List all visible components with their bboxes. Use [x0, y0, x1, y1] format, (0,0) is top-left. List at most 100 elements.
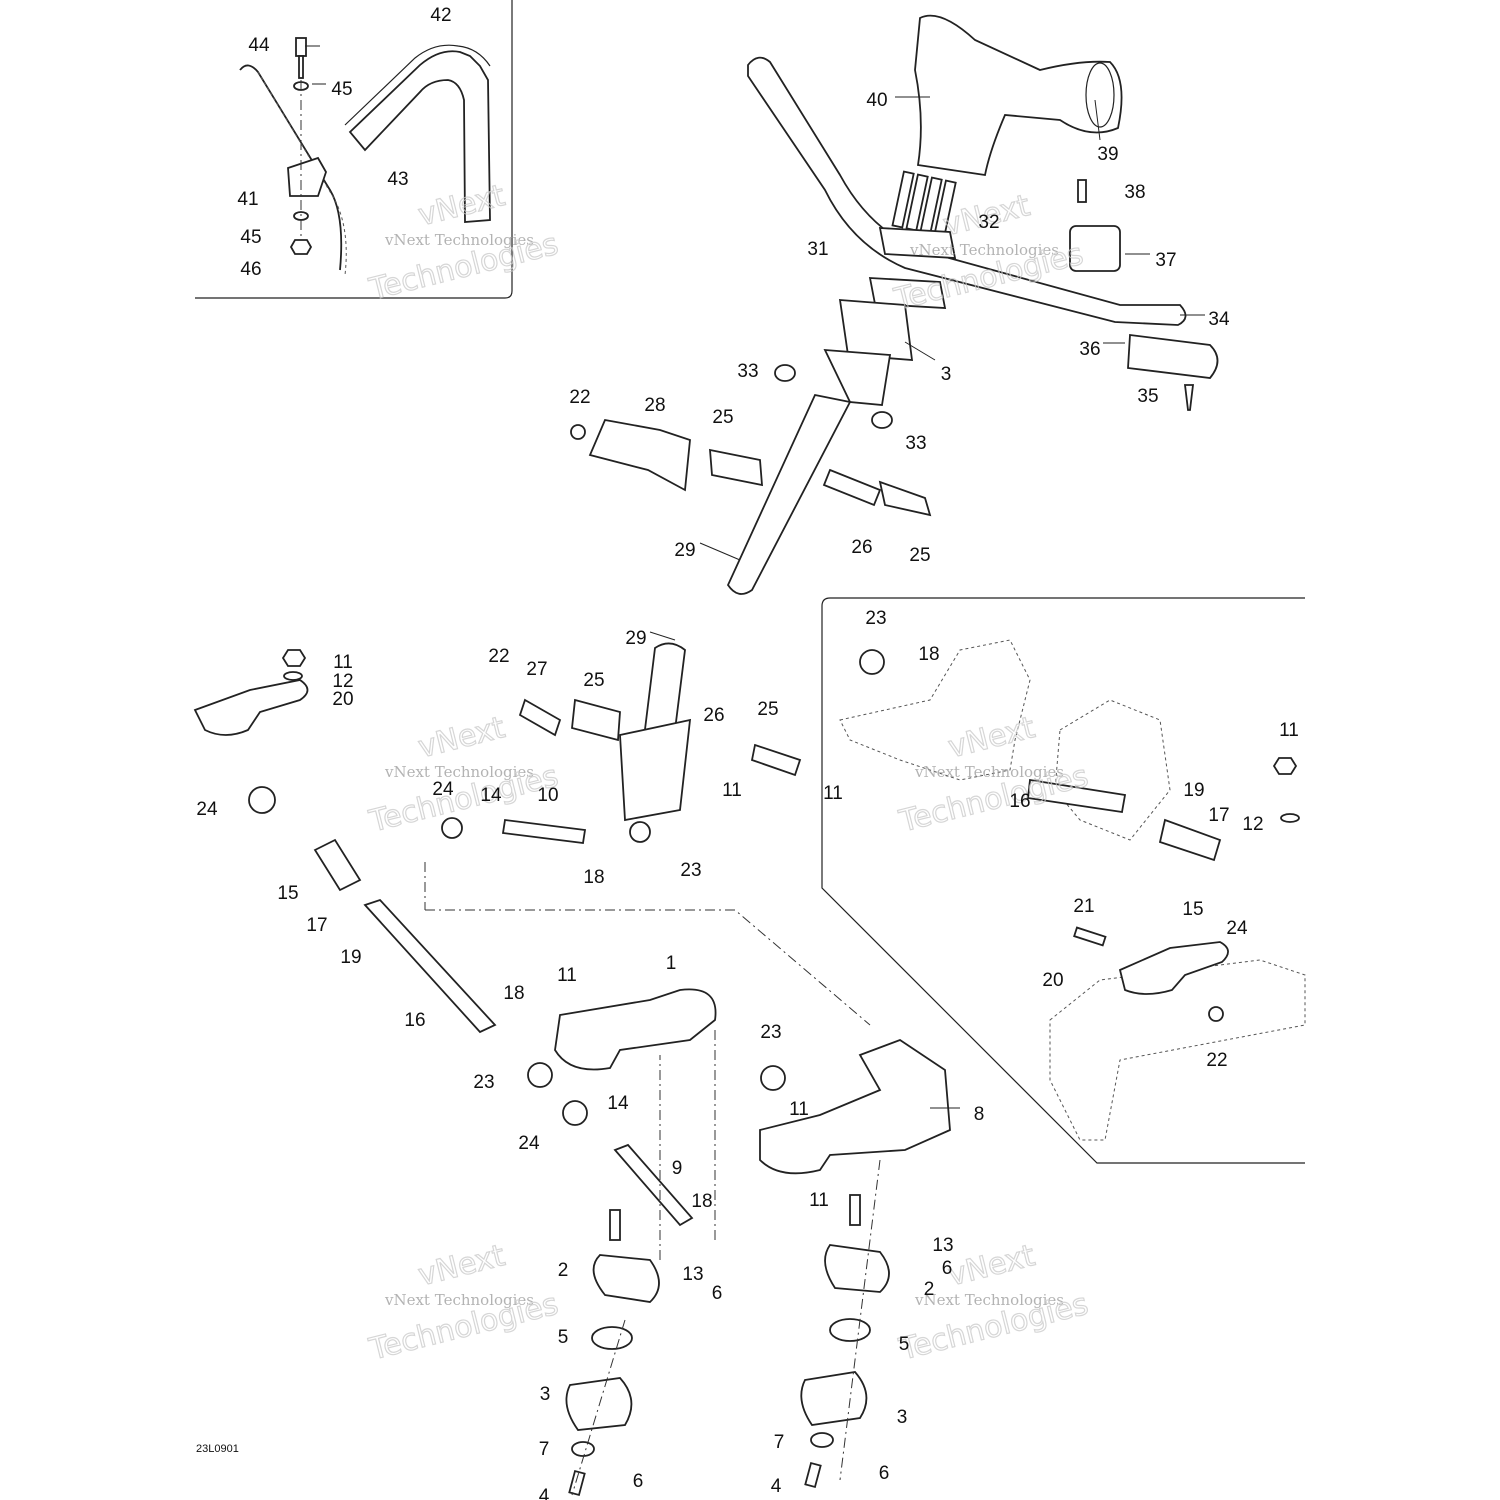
- flange-2-left: [592, 1254, 660, 1303]
- flange-3-left: [565, 1377, 633, 1431]
- callout-25: 25: [583, 670, 604, 691]
- callout-4: 4: [539, 1486, 550, 1500]
- callout-40: 40: [866, 90, 887, 111]
- callout-6: 6: [942, 1258, 953, 1279]
- callout-23: 23: [865, 608, 886, 629]
- callout-23: 23: [680, 860, 701, 881]
- callout-6: 6: [633, 1471, 644, 1492]
- plug-35: [1183, 384, 1195, 411]
- inset-frame-right: [821, 597, 1305, 1164]
- callout-44: 44: [248, 35, 270, 56]
- callout-18: 18: [691, 1191, 712, 1212]
- callout-36: 36: [1079, 339, 1100, 360]
- callout-12: 12: [1242, 814, 1263, 835]
- callout-14: 14: [480, 785, 502, 806]
- drawing-code: 23L0901: [196, 1443, 239, 1455]
- callout-42: 42: [430, 5, 451, 26]
- pad-40: [914, 14, 1123, 177]
- callout-11: 11: [809, 1190, 829, 1211]
- bolt-4-left: [568, 1469, 586, 1497]
- callout-22: 22: [1206, 1050, 1227, 1071]
- callout-38: 38: [1124, 182, 1145, 203]
- callout-39: 39: [1097, 144, 1118, 165]
- callout-25: 25: [712, 407, 733, 428]
- callout-34: 34: [1208, 309, 1230, 330]
- nut-22: [570, 424, 586, 440]
- callout-17: 17: [1208, 805, 1229, 826]
- callout-5: 5: [899, 1334, 910, 1355]
- clamp-31-lower: [868, 277, 947, 309]
- callout-27: 27: [526, 659, 547, 680]
- callout-3: 3: [897, 1407, 908, 1428]
- bearing-5-left: [591, 1326, 633, 1350]
- clamp-25-b: [878, 480, 932, 517]
- callout-20: 20: [1042, 970, 1063, 991]
- washer-12-left: [283, 671, 303, 681]
- bolt-44: [295, 37, 307, 57]
- steering-arm-8: [759, 1038, 951, 1175]
- svg-text:vNext Technologies: vNext Technologies: [384, 1291, 534, 1309]
- callout-16: 16: [404, 1010, 425, 1031]
- callout-43: 43: [387, 169, 408, 190]
- callout-24: 24: [196, 799, 218, 820]
- bolt-13-left: [609, 1209, 621, 1241]
- bolt-13-right: [849, 1194, 861, 1226]
- callout-7: 7: [539, 1439, 550, 1460]
- callout-32: 32: [978, 212, 999, 233]
- callout-41: 41: [237, 189, 258, 210]
- callout-24: 24: [1226, 918, 1248, 939]
- handlebar-assembly: [726, 14, 1219, 595]
- steering-arms: [424, 862, 951, 1497]
- callout-29: 29: [625, 628, 646, 649]
- inset-frame-top-left: [195, 0, 513, 299]
- callout-45: 45: [240, 227, 261, 248]
- svg-text:vNext Technologies: vNext Technologies: [914, 763, 1064, 781]
- flange-2-right: [824, 1244, 890, 1293]
- watermarks: vNext vNext Technologies Technologies vN…: [365, 178, 1093, 1369]
- callout-31: 31: [807, 239, 828, 260]
- tube-9: [613, 1143, 694, 1227]
- callout-3: 3: [540, 1384, 551, 1405]
- callout-15: 15: [277, 883, 298, 904]
- callout-25: 25: [909, 545, 930, 566]
- callout-11: 11: [722, 780, 742, 801]
- ball-joint-24-bottom: [562, 1100, 588, 1126]
- washer-7-right: [810, 1432, 834, 1448]
- ball-joint-24-left: [248, 786, 276, 814]
- callout-13: 13: [682, 1264, 703, 1285]
- svg-text:vNext: vNext: [415, 710, 509, 765]
- callout-18: 18: [503, 983, 524, 1004]
- pitman-arm-20-right: [1118, 941, 1229, 995]
- handlebar-34: [747, 56, 1187, 326]
- ball-joint-24-mid: [441, 817, 463, 839]
- clamp-25-c: [571, 698, 621, 742]
- washer-7-left: [571, 1441, 595, 1457]
- callout-19: 19: [1183, 780, 1204, 801]
- callout-6: 6: [879, 1463, 890, 1484]
- callout-11: 11: [789, 1099, 809, 1120]
- callout-5: 5: [558, 1327, 569, 1348]
- svg-text:vNext: vNext: [415, 178, 509, 233]
- clamp-25-d: [750, 743, 802, 777]
- clamp-25-a: [709, 448, 763, 487]
- screw-38: [1077, 179, 1087, 203]
- callout-11: 11: [333, 652, 353, 673]
- ball-joint-23-left: [527, 1062, 553, 1088]
- adjuster-17: [313, 838, 362, 892]
- tube-16: [363, 898, 497, 1034]
- nut-22-right: [1208, 1006, 1224, 1022]
- callout-13: 13: [932, 1235, 953, 1256]
- callout-4: 4: [771, 1476, 782, 1497]
- callout-14: 14: [607, 1093, 629, 1114]
- shaft-16-right: [1027, 778, 1127, 814]
- callout-23: 23: [760, 1022, 781, 1043]
- callout-19: 19: [340, 947, 361, 968]
- bearing-5-right: [829, 1318, 871, 1342]
- callout-35: 35: [1137, 386, 1158, 407]
- steering-arm-1: [554, 988, 717, 1071]
- callout-2: 2: [924, 1279, 935, 1300]
- callout-33: 33: [905, 433, 926, 454]
- nut-46: [289, 239, 313, 255]
